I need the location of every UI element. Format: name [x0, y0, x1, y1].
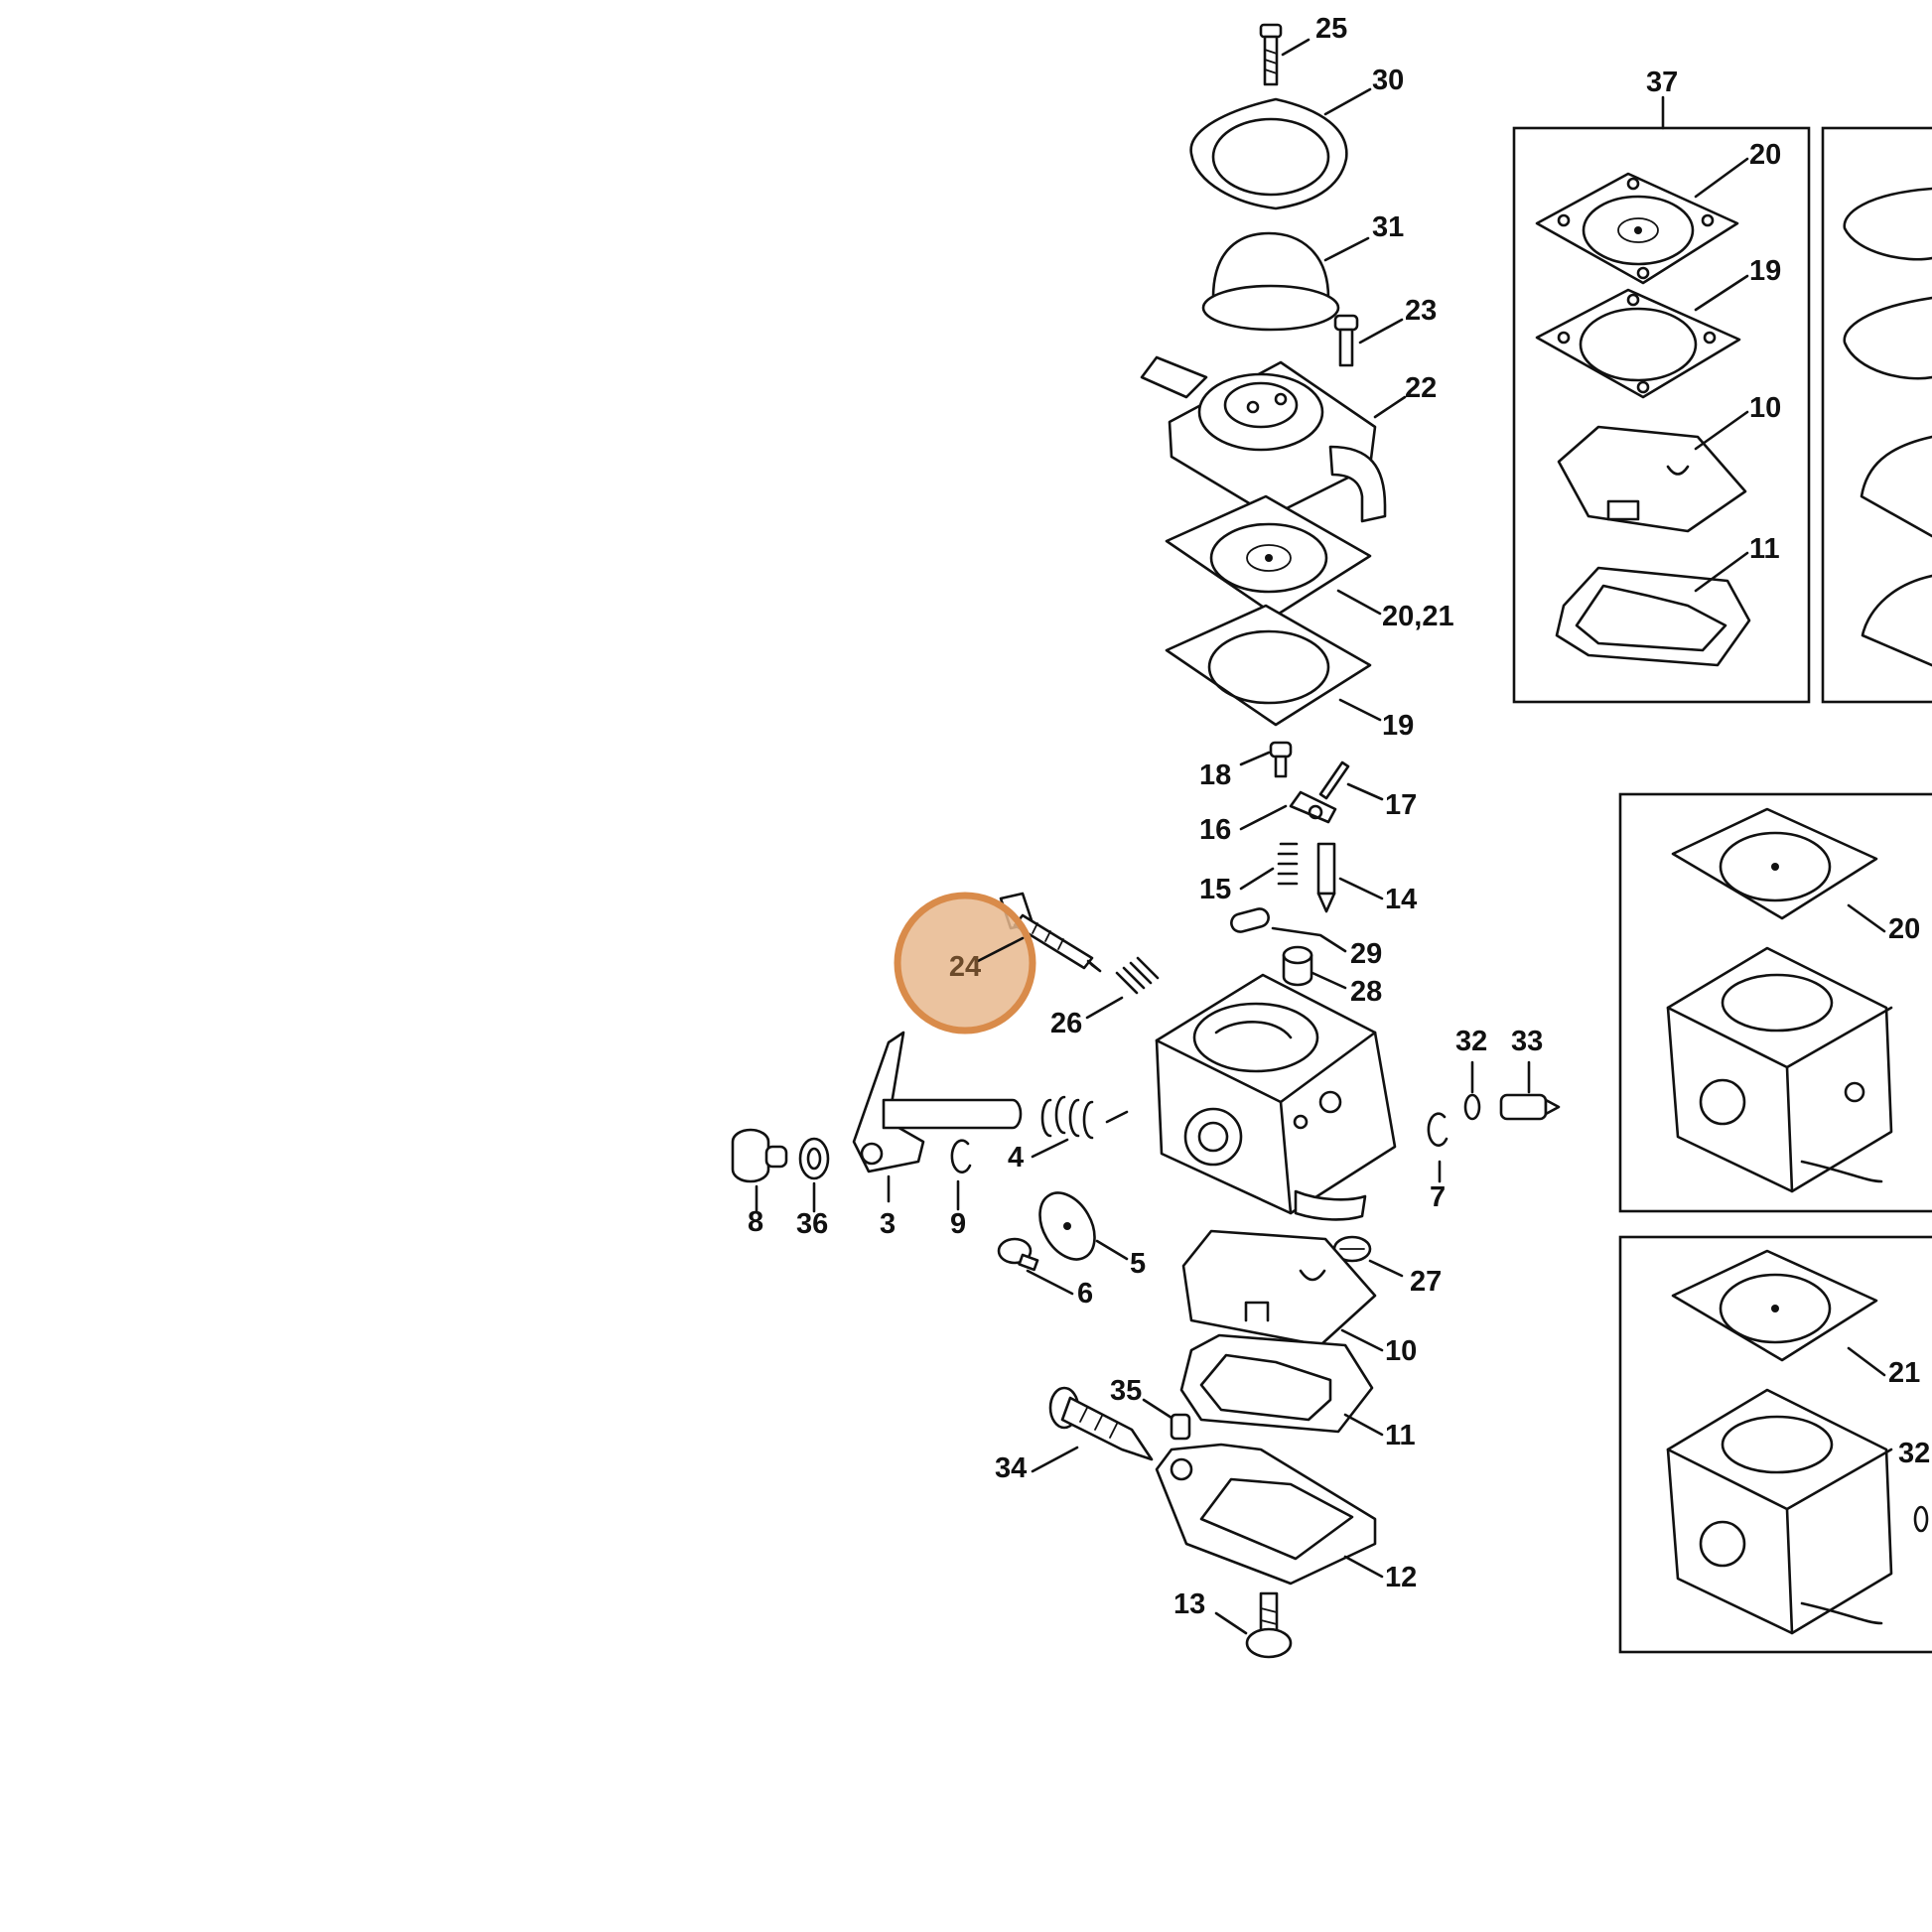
- callout-29[interactable]: 29: [1350, 938, 1382, 970]
- part-carburetor-body[interactable]: [1155, 973, 1397, 1221]
- part-14-needle[interactable]: [1316, 842, 1384, 913]
- part-6-screw[interactable]: [997, 1237, 1074, 1296]
- callout-3[interactable]: 3: [880, 1208, 896, 1240]
- part-23-screw[interactable]: [1333, 314, 1404, 367]
- callout-14[interactable]: 14: [1385, 884, 1417, 915]
- callout-34[interactable]: 34: [995, 1452, 1027, 1484]
- callout-kit3-21[interactable]: 21: [1888, 1357, 1920, 1389]
- kit-box-20[interactable]: [1618, 792, 1932, 1213]
- callout-33[interactable]: 33: [1511, 1026, 1543, 1057]
- callout-36[interactable]: 36: [796, 1208, 828, 1240]
- callout-28[interactable]: 28: [1350, 976, 1382, 1008]
- part-4-spring[interactable]: [1031, 1095, 1129, 1159]
- part-18-screw[interactable]: [1239, 741, 1293, 778]
- callout-labels: 25 30 31 23 22 20,21 19 18 17 16 15 14 2…: [748, 13, 1930, 1620]
- part-27-filter[interactable]: [1332, 1235, 1404, 1278]
- part-32-washer[interactable]: [1463, 1060, 1481, 1121]
- callout-23[interactable]: 23: [1405, 295, 1437, 327]
- callout-30[interactable]: 30: [1372, 65, 1404, 96]
- part-10-plate[interactable]: [1181, 1229, 1384, 1352]
- callout-32[interactable]: 32: [1455, 1026, 1487, 1057]
- callout-27[interactable]: 27: [1410, 1266, 1442, 1298]
- part-12-cover[interactable]: [1155, 1443, 1384, 1586]
- callout-8[interactable]: 8: [748, 1206, 763, 1238]
- callout-kit-19[interactable]: 19: [1749, 255, 1781, 287]
- callout-5[interactable]: 5: [1130, 1248, 1146, 1280]
- callout-24[interactable]: 24: [949, 951, 981, 983]
- part-11-gasket[interactable]: [1179, 1333, 1384, 1437]
- callout-kit-11[interactable]: 11: [1749, 533, 1780, 565]
- part-30-cover[interactable]: [1189, 87, 1372, 210]
- part-36-washer[interactable]: [798, 1137, 830, 1213]
- part-7-clip[interactable]: [1427, 1112, 1449, 1183]
- callout-31[interactable]: 31: [1372, 211, 1404, 243]
- callout-kit-10[interactable]: 10: [1749, 392, 1781, 424]
- callout-kit-20[interactable]: 20: [1749, 139, 1781, 171]
- callout-16[interactable]: 16: [1199, 814, 1231, 846]
- part-34-screw[interactable]: [1031, 1386, 1154, 1473]
- part-22-pump-housing[interactable]: [1140, 355, 1407, 523]
- part-25-screw[interactable]: [1259, 23, 1311, 86]
- part-15-spring[interactable]: [1239, 842, 1299, 891]
- callout-9[interactable]: 9: [950, 1208, 966, 1240]
- part-35-plug[interactable]: [1142, 1398, 1191, 1441]
- callout-20-21[interactable]: 20,21: [1382, 601, 1454, 632]
- kit-leaders: [1694, 157, 1886, 1377]
- part-5-disc[interactable]: [1029, 1183, 1129, 1269]
- part-31-primer-bulb[interactable]: [1201, 231, 1370, 332]
- callout-12[interactable]: 12: [1385, 1562, 1417, 1593]
- part-13-screw[interactable]: [1214, 1591, 1293, 1659]
- part-19-gasket[interactable]: [1165, 604, 1382, 727]
- part-17-pin[interactable]: [1318, 760, 1384, 801]
- callout-18[interactable]: 18: [1199, 759, 1231, 791]
- part-20-21-diaphragm[interactable]: [1165, 494, 1382, 618]
- callout-19[interactable]: 19: [1382, 710, 1414, 742]
- part-8-cap[interactable]: [731, 1128, 788, 1213]
- callout-26[interactable]: 26: [1050, 1008, 1082, 1039]
- highlight-circle[interactable]: 24: [894, 892, 1036, 1035]
- callout-22[interactable]: 22: [1405, 372, 1437, 404]
- part-9-clip[interactable]: [950, 1139, 972, 1211]
- callout-kit3-32[interactable]: 32: [1898, 1438, 1930, 1469]
- callout-37[interactable]: 37: [1646, 67, 1678, 98]
- callout-6[interactable]: 6: [1077, 1278, 1093, 1310]
- callout-35[interactable]: 35: [1110, 1375, 1142, 1407]
- callout-15[interactable]: 15: [1199, 874, 1231, 905]
- part-3-lever-shaft[interactable]: [852, 1031, 1023, 1203]
- part-26-spring[interactable]: [1085, 956, 1160, 1020]
- callout-13[interactable]: 13: [1173, 1588, 1205, 1620]
- part-33-screw[interactable]: [1499, 1060, 1561, 1121]
- callout-7[interactable]: 7: [1430, 1181, 1446, 1213]
- callout-25[interactable]: 25: [1315, 13, 1347, 45]
- part-29-pin[interactable]: [1229, 906, 1347, 953]
- part-28-cylinder[interactable]: [1282, 945, 1347, 990]
- callout-kit2-20[interactable]: 20: [1888, 913, 1920, 945]
- kit-box-partial[interactable]: [1821, 126, 1932, 704]
- kit-box-37[interactable]: [1512, 95, 1811, 704]
- part-16-lever[interactable]: [1239, 790, 1337, 831]
- callout-17[interactable]: 17: [1385, 789, 1417, 821]
- callout-10[interactable]: 10: [1385, 1335, 1417, 1367]
- callout-11[interactable]: 11: [1385, 1420, 1416, 1451]
- kit-box-21[interactable]: [1618, 1235, 1932, 1654]
- callout-4[interactable]: 4: [1008, 1142, 1024, 1173]
